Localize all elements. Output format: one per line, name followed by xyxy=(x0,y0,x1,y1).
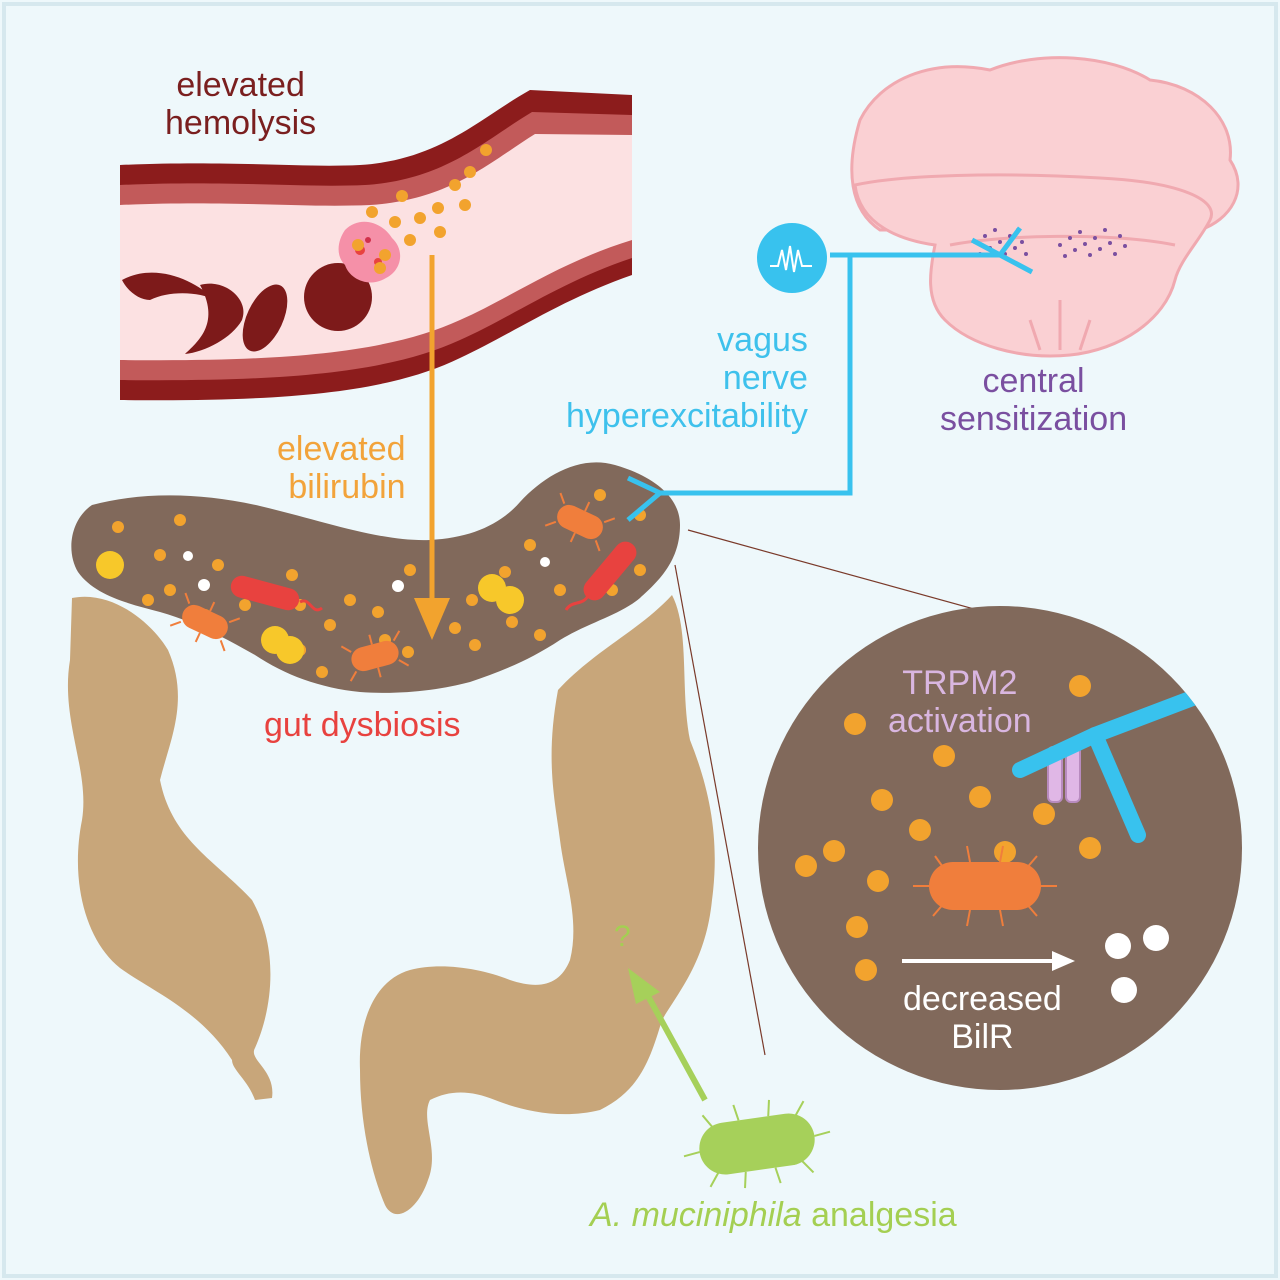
spike-train-icon xyxy=(757,223,827,293)
label-vagus-line2: nerve xyxy=(722,359,808,397)
label-vagus-line1: vagus xyxy=(717,321,808,359)
nerve-ending-icon xyxy=(626,475,662,522)
bilirubin-arrow xyxy=(414,255,450,640)
bacterium-icon xyxy=(169,592,241,652)
urobilin-products xyxy=(1105,925,1169,1003)
label-bilirubin: elevated bilirubin xyxy=(277,430,406,506)
label-trpm2: TRPM2 activation xyxy=(888,664,1032,740)
vagus-nerve xyxy=(626,226,1034,522)
label-akkermansia-species: A. muciniphila xyxy=(590,1196,802,1234)
colon-icon xyxy=(67,595,715,1215)
label-trpm2-line2: activation xyxy=(888,702,1032,740)
bacterium-icon xyxy=(340,630,410,682)
brainstem xyxy=(853,173,1213,358)
label-vagus-line3: hyperexcitability xyxy=(566,397,808,435)
label-akkermansia: A. muciniphila analgesia xyxy=(590,1196,957,1234)
descending-colon xyxy=(359,595,715,1215)
zoom-detail xyxy=(758,606,1242,1090)
bilirubin-release-dots xyxy=(352,144,492,274)
label-central: central sensitization xyxy=(940,362,1127,438)
gut-bacteria xyxy=(169,492,637,682)
red-blood-cell-icon xyxy=(122,272,215,300)
bacterium-icon xyxy=(683,1099,831,1189)
sensitization-dots-right xyxy=(1058,228,1127,258)
label-vagus: vagus nerve hyperexcitability xyxy=(566,321,808,435)
bacterium-icon xyxy=(230,575,323,612)
label-bilr: decreased BilR xyxy=(903,980,1062,1056)
red-blood-cell-icon xyxy=(304,263,372,331)
zoom-line xyxy=(674,564,766,1056)
label-central-line1: central xyxy=(982,362,1085,400)
brain-icon xyxy=(850,56,1240,358)
label-hemolysis-line1: elevated xyxy=(176,66,305,104)
label-trpm2-line1: TRPM2 xyxy=(902,664,1018,702)
label-central-line2: sensitization xyxy=(940,400,1128,438)
blood-vessel-icon xyxy=(120,90,632,401)
bacterium-icon xyxy=(564,541,637,611)
red-blood-cell-icon xyxy=(185,283,244,354)
bilr-arrow xyxy=(902,951,1075,971)
label-bilr-line2: BilR xyxy=(951,1018,1014,1056)
gut-particles xyxy=(96,489,646,678)
label-bilirubin-line2: bilirubin xyxy=(288,468,406,506)
label-hemolysis: elevated hemolysis xyxy=(165,66,316,142)
bilirubin-molecules xyxy=(795,675,1101,981)
label-bilr-line1: decreased xyxy=(903,980,1062,1018)
label-akkermansia-effect: analgesia xyxy=(811,1196,957,1234)
label-question: ? xyxy=(614,920,631,953)
akkermansia-arrow xyxy=(628,968,708,1102)
red-blood-cell-icon xyxy=(242,284,288,352)
bacterium-icon xyxy=(913,845,1057,927)
label-dysbiosis: gut dysbiosis xyxy=(264,706,461,744)
label-hemolysis-line2: hemolysis xyxy=(165,104,317,142)
ascending-colon xyxy=(67,596,273,1100)
label-bilirubin-line1: elevated xyxy=(277,430,406,468)
nerve-ending-icon xyxy=(970,226,1034,275)
bacterium-icon xyxy=(544,492,616,552)
